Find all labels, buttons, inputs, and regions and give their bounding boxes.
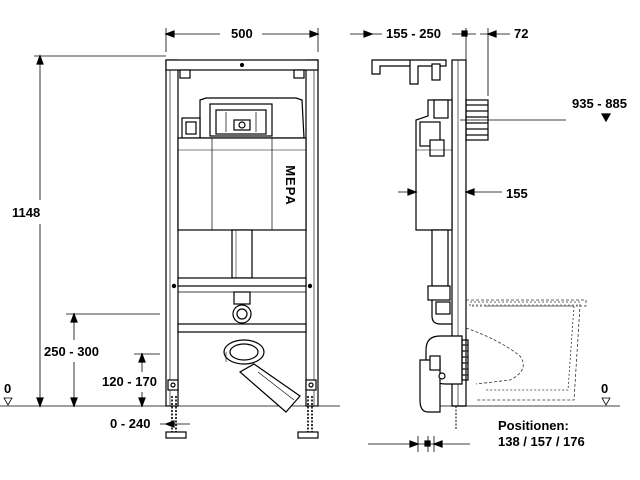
label-depth-155: 155 xyxy=(506,186,528,201)
waste-elbow-side xyxy=(419,335,469,413)
label-range-155-250: 155 - 250 xyxy=(386,26,441,41)
dimension-155 xyxy=(398,188,502,196)
label-height-1148: 1148 xyxy=(12,205,41,220)
label-depth-72: 72 xyxy=(514,26,529,41)
feet-front xyxy=(165,379,319,439)
dimension-155-250 xyxy=(350,28,510,96)
label-width-500: 500 xyxy=(231,26,253,41)
label-zero-right: 0 xyxy=(601,381,609,396)
brand-logo: MEPA xyxy=(282,165,298,206)
dimension-height xyxy=(34,54,166,408)
label-range-0-240: 0 - 240 xyxy=(110,416,151,431)
dimension-250-300 xyxy=(66,312,160,408)
toilet-bowl xyxy=(465,299,587,401)
dimension-positions xyxy=(368,436,470,452)
waste-elbow-front xyxy=(223,339,301,413)
label-zero-left: 0 xyxy=(4,381,12,396)
dimension-width xyxy=(164,28,320,52)
front-view xyxy=(0,28,340,439)
label-range-935-885: 935 - 885 xyxy=(572,96,627,111)
label-positions-values: 138 / 157 / 176 xyxy=(498,434,585,449)
side-view xyxy=(350,28,620,452)
label-positions-heading: Positionen: xyxy=(498,418,569,433)
label-range-250-300: 250 - 300 xyxy=(44,344,99,359)
label-range-120-170: 120 - 170 xyxy=(102,374,157,389)
dimension-120-170 xyxy=(134,352,160,408)
dimension-0-240 xyxy=(160,420,190,428)
